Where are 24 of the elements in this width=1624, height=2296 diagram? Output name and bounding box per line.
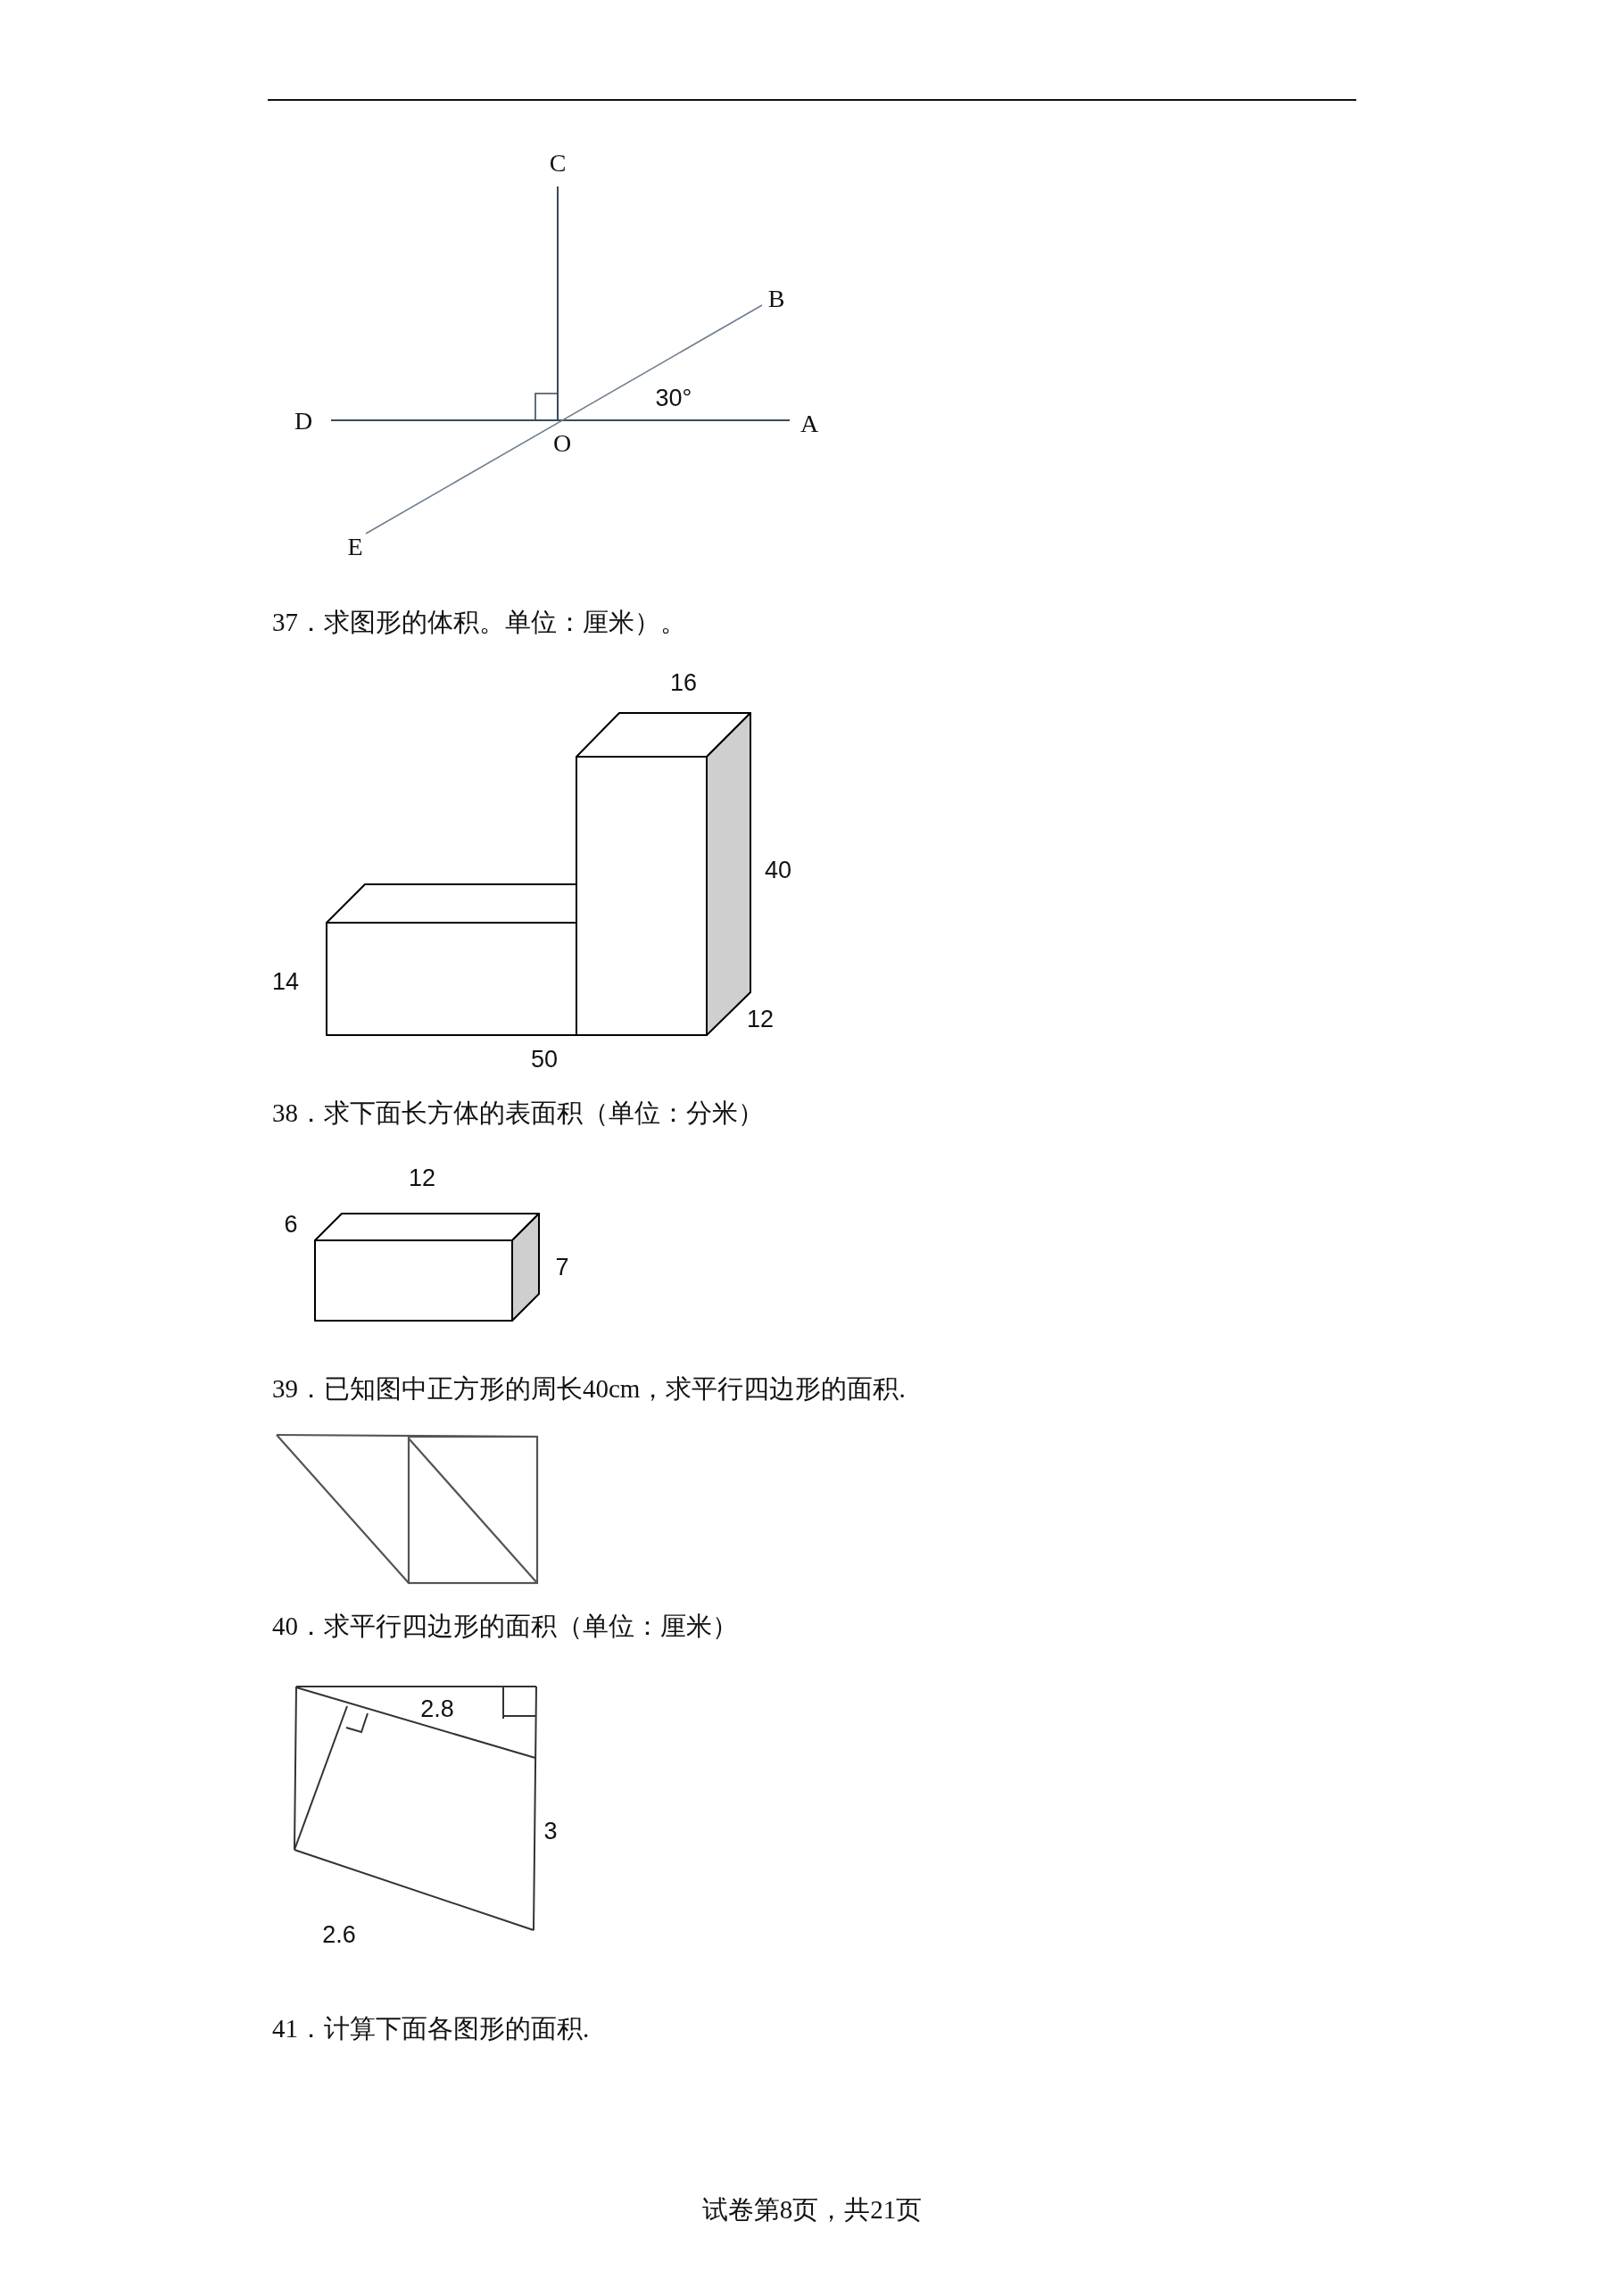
point-label: C [549, 151, 567, 176]
point-label: B [767, 286, 785, 311]
question-text: 41．计算下面各图形的面积. [272, 2015, 590, 2042]
point-label: D [294, 409, 313, 434]
angle-label: 30° [655, 385, 692, 410]
page-footer: 试卷第8页，共21页 [701, 2196, 923, 2223]
dimension-label: 12 [409, 1165, 435, 1190]
dimension-label: 40 [765, 858, 791, 883]
dimension-label: 16 [670, 670, 697, 695]
question-text: 37．求图形的体积。单位：厘米）。 [272, 609, 686, 635]
question-text: 40．求平行四边形的面积（单位：厘米） [272, 1612, 738, 1639]
dimension-label: 12 [747, 1007, 774, 1032]
dimension-label: 50 [531, 1047, 558, 1072]
point-label: O [552, 431, 572, 456]
dimension-label: 2.6 [322, 1922, 356, 1947]
dimension-label: 7 [555, 1255, 569, 1280]
point-label: E [347, 535, 363, 559]
point-label: A [800, 411, 819, 436]
dimension-label: 3 [543, 1819, 558, 1844]
question-text: 39．已知图中正方形的周长40cm，求平行四边形的面积. [272, 1375, 906, 1402]
dimension-label: 6 [284, 1212, 298, 1237]
dimension-label: 14 [272, 969, 299, 994]
dimension-label: 2.8 [420, 1696, 454, 1721]
question-text: 38．求下面长方体的表面积（单位：分米） [272, 1099, 764, 1126]
